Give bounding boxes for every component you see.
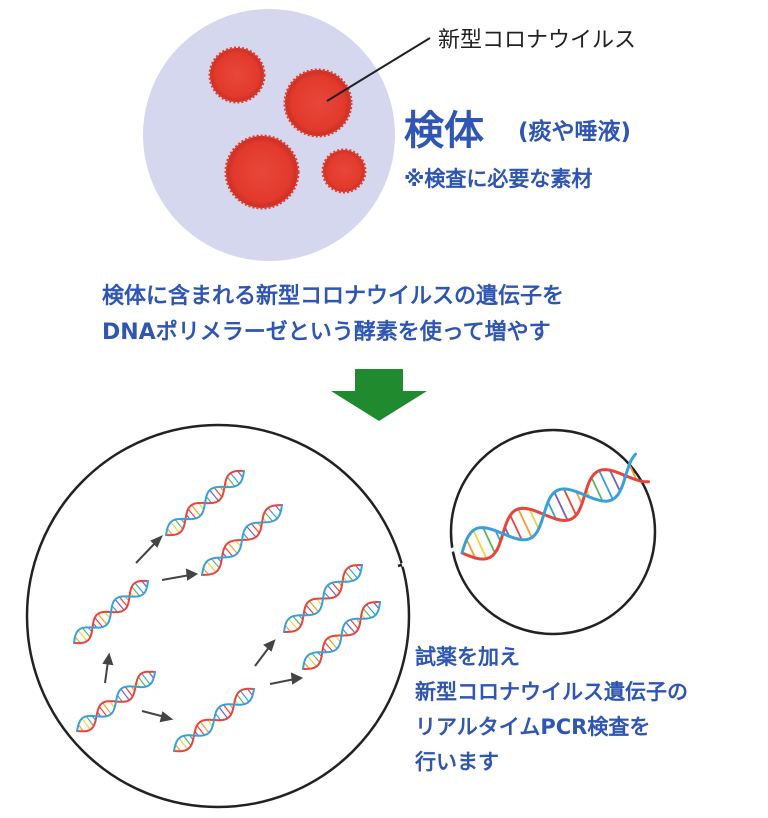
reagent-line-2: 新型コロナウイルス遺伝子の: [415, 676, 688, 706]
virus-label: 新型コロナウイルス: [438, 22, 636, 54]
magnified-circle: [451, 430, 655, 634]
description-line-1: 検体に含まれる新型コロナウイルスの遺伝子を: [102, 278, 564, 310]
amplification-circle: [27, 425, 409, 807]
reagent-line-3: リアルタイムPCR検査を: [415, 711, 650, 741]
virus-particle-icon: [285, 70, 351, 136]
description-line-2: DNAポリメラーゼという酵素を使って増やす: [102, 314, 551, 346]
sample-subtitle: (痰や唾液): [518, 112, 631, 146]
virus-particle-icon: [226, 136, 298, 208]
green-down-arrow-icon: [331, 369, 427, 421]
reagent-line-4: 行います: [415, 746, 499, 776]
sample-note: ※検査に必要な素材: [404, 163, 592, 193]
virus-particle-icon: [210, 48, 264, 102]
sample-title: 検体: [404, 98, 484, 156]
virus-particle-icon: [323, 150, 365, 192]
reagent-line-1: 試薬を加え: [415, 641, 520, 671]
specimen-circle: [143, 9, 395, 261]
